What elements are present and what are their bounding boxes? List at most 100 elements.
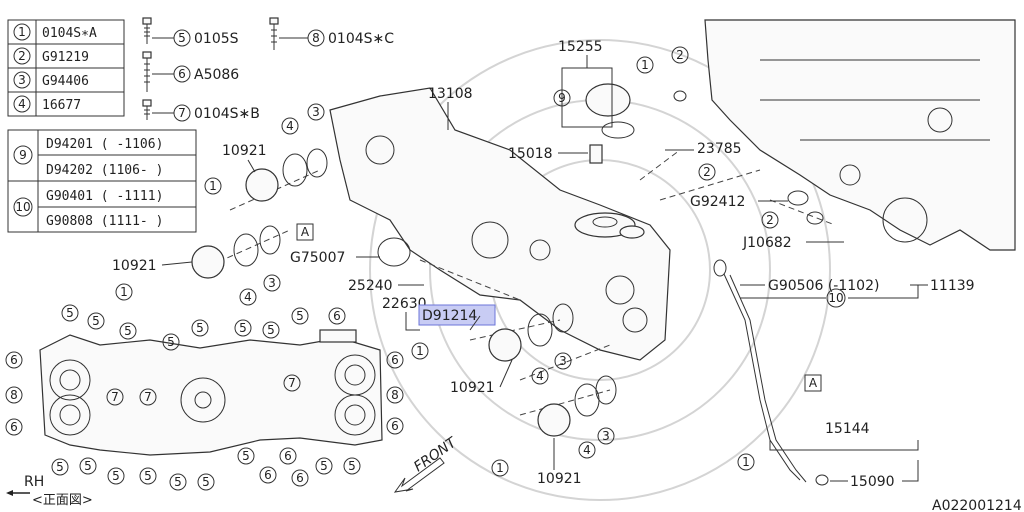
callout-circle: [237, 447, 255, 465]
callout-circle: [386, 417, 404, 435]
callout-number: 5: [144, 469, 152, 483]
ref-box-a: A A: [296, 223, 822, 392]
callout-number: 8: [391, 388, 399, 402]
label-G75007[interactable]: G75007: [290, 250, 345, 266]
label-22630[interactable]: 22630: [382, 296, 427, 312]
callout-circle: [162, 333, 180, 351]
callout-circle: [87, 312, 105, 330]
callout-number: 1: [416, 344, 424, 358]
bolt-icon: [142, 17, 152, 44]
callout-number: 5: [174, 475, 182, 489]
front-arrow: FRONT: [393, 434, 461, 493]
label-13108[interactable]: 13108: [428, 86, 473, 102]
label-23785[interactable]: 23785: [697, 141, 742, 157]
callout-number: 3: [312, 105, 320, 119]
callout-circle: [79, 457, 97, 475]
range-9-line-2[interactable]: D94202 (1106- ): [46, 163, 163, 178]
callout-number: 2: [676, 48, 684, 62]
callout-circle: [107, 467, 125, 485]
engine-block[interactable]: [704, 19, 1016, 251]
callout-number: 3: [602, 429, 610, 443]
bolt-code-7[interactable]: 0104S∗B: [194, 106, 260, 122]
ref-a-2: A: [809, 376, 818, 390]
callout-number: 3: [268, 276, 276, 290]
timing-cover[interactable]: [39, 329, 383, 456]
label-11139[interactable]: 11139: [930, 278, 975, 294]
legend-code-4[interactable]: 16677: [42, 98, 81, 113]
bolt-code-8[interactable]: 0104S∗C: [328, 31, 394, 47]
range-10-line-2[interactable]: G90808 (1111- ): [46, 214, 163, 229]
callout-circle: [197, 473, 215, 491]
callout-number: 3: [559, 354, 567, 368]
callout-circle: [554, 352, 572, 370]
bolt-code-6[interactable]: A5086: [194, 67, 239, 83]
callout-circle: [291, 469, 309, 487]
callout-number: 2: [766, 213, 774, 227]
legend-code-1[interactable]: 0104S∗A: [42, 26, 97, 41]
callout-circle: [281, 117, 299, 135]
callout-number: 6: [333, 309, 341, 323]
callout-number: 5: [92, 314, 100, 328]
callout-number: 5: [320, 459, 328, 473]
callout-number: 1: [496, 461, 504, 475]
callout-circle: [191, 319, 209, 337]
label-15144[interactable]: 15144: [825, 421, 870, 437]
oil-dipstick[interactable]: [713, 259, 807, 483]
label-G90506[interactable]: G90506 (-1102): [768, 278, 879, 294]
callout-circle: [411, 342, 429, 360]
callout-circle: [698, 163, 716, 181]
range-10-line-1[interactable]: G90401 ( -1111): [46, 189, 163, 204]
callout-number: 1: [641, 58, 649, 72]
label-15255[interactable]: 15255: [558, 39, 603, 55]
callout-circle: [61, 304, 79, 322]
label-10921-a[interactable]: 10921: [222, 143, 267, 159]
callout-circle: [737, 453, 755, 471]
highlight-box: [418, 304, 496, 326]
range-table: 9 10 D94201 ( -1106) D94202 (1106- ) G90…: [7, 129, 197, 233]
callout-number: 7: [144, 390, 152, 404]
callout-number: 5: [124, 324, 132, 338]
callout-circle: [5, 351, 23, 369]
bolt-code-5[interactable]: 0105S: [194, 31, 239, 47]
label-G92412[interactable]: G92412: [690, 194, 745, 210]
label-10921-d[interactable]: 10921: [537, 471, 582, 487]
callout-circle: [5, 386, 23, 404]
bolt-key: 5 0105S 8 0104S∗C 6 A5086 7 0104S∗B: [142, 17, 394, 122]
callout-circle: [139, 388, 157, 406]
callout-number: 5: [66, 306, 74, 320]
callout-10: 10: [828, 291, 843, 305]
label-25240[interactable]: 25240: [348, 278, 393, 294]
legend-code-2[interactable]: G91219: [42, 50, 89, 65]
callout-number: 5: [84, 459, 92, 473]
callout-number: 7: [288, 376, 296, 390]
callout-number: 4: [536, 369, 544, 383]
callout-number: 6: [391, 353, 399, 367]
label-J10682[interactable]: J10682: [742, 235, 792, 251]
label-15018[interactable]: 15018: [508, 146, 553, 162]
bolt-key-5: 5: [178, 31, 186, 45]
label-10921-c[interactable]: 10921: [450, 380, 495, 396]
callout-number: 5: [267, 323, 275, 337]
callout-circle: [386, 351, 404, 369]
oil-filler-neck[interactable]: [574, 212, 645, 239]
callout-circle: [343, 457, 361, 475]
callout-circle: [234, 319, 252, 337]
callout-number: 5: [112, 469, 120, 483]
callout-circle: [291, 307, 309, 325]
label-10921-b[interactable]: 10921: [112, 258, 157, 274]
rh-indicator: RH <正面図>: [6, 474, 93, 508]
callout-number: 5: [196, 321, 204, 335]
callout-circle: [578, 441, 596, 459]
label-D91214[interactable]: D91214: [422, 308, 477, 324]
callout-circle: [5, 418, 23, 436]
label-15090[interactable]: 15090: [850, 474, 895, 490]
range-key-10: 10: [15, 200, 30, 214]
range-9-line-1[interactable]: D94201 ( -1106): [46, 137, 163, 152]
callout-number: 6: [10, 353, 18, 367]
callout-circle: [259, 466, 277, 484]
legend-code-3[interactable]: G94406: [42, 74, 89, 89]
bolt-key-8: 8: [312, 31, 320, 45]
front-cover[interactable]: [329, 87, 671, 361]
